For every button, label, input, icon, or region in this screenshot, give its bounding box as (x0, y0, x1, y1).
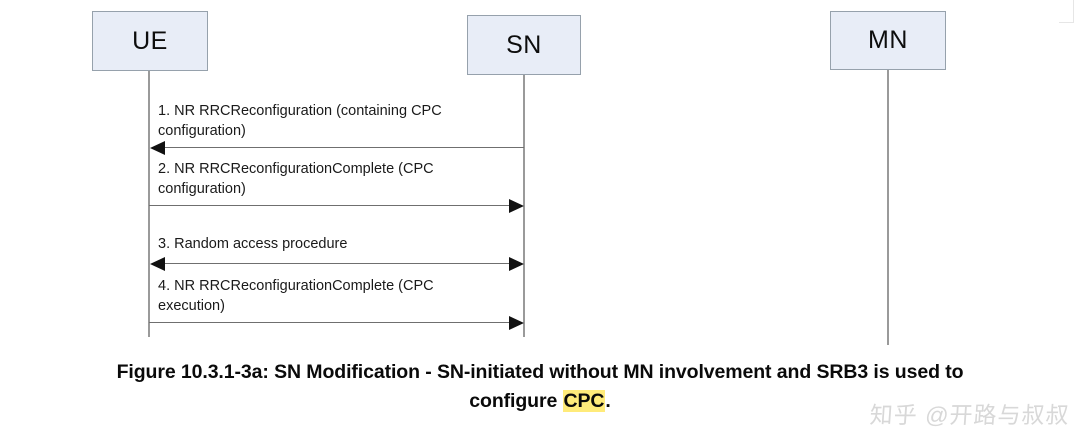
participant-label-mn: MN (868, 26, 908, 54)
page-corner-mark (1059, 0, 1074, 23)
message-arrowhead-1-left (150, 141, 165, 155)
zhihu-watermark: 知乎 @开路与叔叔 (869, 402, 1071, 428)
figure-caption: Figure 10.3.1-3a: SN Modification - SN-i… (0, 358, 1080, 416)
figure-caption-line-1: Figure 10.3.1-3a: SN Modification - SN-i… (116, 361, 964, 383)
figure-caption-suffix: . (605, 390, 611, 412)
message-line-3 (153, 263, 522, 264)
participant-box-ue: UE (92, 11, 208, 71)
message-label-3: 3. Random access procedure (158, 236, 348, 252)
message-arrowhead-2-right (509, 199, 524, 213)
message-line-2 (149, 205, 522, 206)
message-label-1: 1. NR RRCReconfiguration (containing CPC… (158, 103, 442, 139)
participant-label-ue: UE (132, 26, 168, 55)
lifeline-sn (523, 75, 525, 337)
message-label-4: 4. NR RRCReconfigurationComplete (CPC ex… (158, 278, 434, 314)
lifeline-ue (148, 71, 150, 337)
figure-caption-line-2: configure CPC. (0, 387, 1080, 416)
participant-label-sn: SN (506, 30, 542, 59)
message-arrowhead-3-right (509, 257, 524, 271)
figure-caption-prefix: configure (469, 390, 563, 412)
message-label-2: 2. NR RRCReconfigurationComplete (CPC co… (158, 161, 434, 197)
lifeline-mn (887, 70, 889, 345)
participant-box-mn: MN (830, 11, 946, 70)
message-arrowhead-3-left (150, 257, 165, 271)
message-line-1 (153, 147, 524, 148)
message-arrowhead-4-right (509, 316, 524, 330)
figure-caption-highlight-cpc: CPC (562, 390, 606, 412)
message-line-4 (149, 322, 522, 323)
participant-box-sn: SN (467, 15, 581, 75)
